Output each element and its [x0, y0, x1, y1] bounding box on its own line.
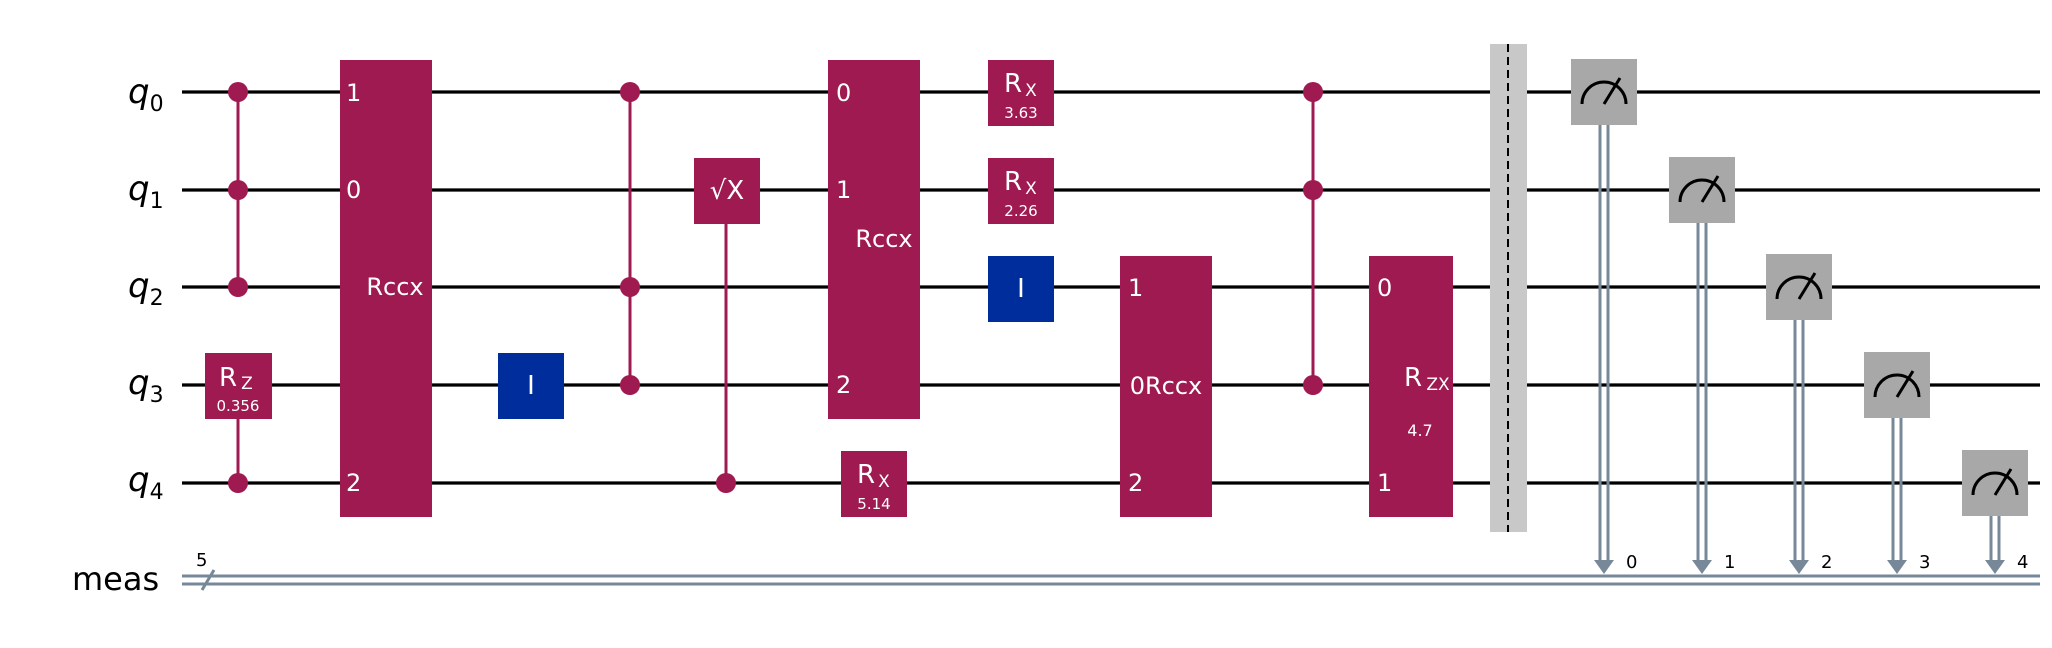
- svg-text:0Rccx: 0Rccx: [1130, 372, 1203, 400]
- svg-text:R: R: [1004, 69, 1022, 99]
- svg-text:R: R: [219, 363, 237, 393]
- rx-gate-q4: R X 5.14: [841, 451, 907, 517]
- identity-gate-q2: I: [988, 256, 1054, 322]
- register-size-label: 5: [196, 550, 207, 571]
- measure-gate-q2: 2: [1766, 254, 1832, 574]
- svg-text:0: 0: [836, 79, 851, 107]
- rx-gate-q0: R X 3.63: [988, 60, 1054, 126]
- svg-text:R: R: [1404, 363, 1422, 393]
- qubit-label-q3: q3: [128, 363, 164, 408]
- rccx-gate-2: 0 1 2 Rccx: [828, 60, 920, 419]
- rccx-gate-1: 1 0 2 Rccx: [340, 60, 432, 517]
- svg-text:1: 1: [346, 79, 361, 107]
- svg-text:5.14: 5.14: [857, 495, 890, 513]
- svg-text:1: 1: [836, 176, 851, 204]
- control-dot: [620, 375, 640, 395]
- control-dot: [228, 277, 248, 297]
- classical-register-label: meas: [72, 560, 159, 598]
- rccx-gate-3: 1 2 0Rccx: [1120, 256, 1212, 517]
- classical-bit-label: 4: [2017, 552, 2028, 573]
- controlled-z-q0-q1-q2: [228, 82, 248, 297]
- measure-gate-q1: 1: [1669, 157, 1735, 574]
- measure-gate-q0: 0: [1571, 59, 1637, 574]
- controlled-z-q0-q1-q3: [1303, 82, 1323, 395]
- crz-gate-q4-q3: R Z 0.356: [205, 353, 272, 493]
- control-dot: [228, 82, 248, 102]
- classical-bit-label: 1: [1724, 552, 1735, 573]
- measure-gate-q4: 4: [1962, 450, 2028, 574]
- svg-text:0: 0: [1377, 274, 1392, 302]
- control-dot: [1303, 375, 1323, 395]
- meter-icon: [1873, 370, 1921, 398]
- qubit-label-q2: q2: [128, 266, 164, 311]
- register-slash: [200, 569, 216, 591]
- meter-icon: [1971, 468, 2019, 496]
- svg-text:I: I: [527, 371, 535, 401]
- csx-gate-q4-q1: √X: [694, 158, 760, 493]
- classical-bit-label: 3: [1919, 552, 1930, 573]
- svg-text:Rccx: Rccx: [855, 225, 912, 253]
- control-dot: [228, 473, 248, 493]
- meter-icon: [1678, 175, 1726, 203]
- svg-text:2: 2: [1128, 469, 1143, 497]
- svg-text:1: 1: [1128, 274, 1143, 302]
- qubit-label-q0: q0: [128, 72, 164, 117]
- svg-text:3.63: 3.63: [1004, 104, 1037, 122]
- control-dot: [1303, 82, 1323, 102]
- sx-gate-box: [694, 158, 760, 224]
- svg-text:ZX: ZX: [1426, 375, 1450, 395]
- classical-bit-label: 0: [1626, 552, 1637, 573]
- svg-text:2: 2: [836, 371, 851, 399]
- svg-text:0.356: 0.356: [217, 397, 260, 415]
- measure-gate-q3: 3: [1864, 352, 1930, 574]
- qubit-label-q4: q4: [128, 460, 164, 505]
- control-dot: [620, 82, 640, 102]
- svg-text:2: 2: [346, 469, 361, 497]
- svg-text:√X: √X: [710, 176, 744, 206]
- rz-gate-box: [205, 353, 272, 419]
- svg-text:0: 0: [346, 176, 361, 204]
- control-dot: [228, 180, 248, 200]
- classical-bit-label: 2: [1821, 552, 1832, 573]
- svg-text:Rccx: Rccx: [366, 273, 423, 301]
- classical-wire: [182, 574, 2040, 586]
- svg-text:I: I: [1017, 274, 1025, 304]
- svg-text:Z: Z: [241, 374, 253, 394]
- control-dot: [620, 277, 640, 297]
- rzx-gate: 0 1 R ZX 4.7: [1369, 256, 1453, 517]
- controlled-z-q0-q2-q3: [620, 82, 640, 395]
- identity-gate-q3: I: [498, 353, 564, 419]
- svg-text:1: 1: [1377, 469, 1392, 497]
- meter-icon: [1775, 272, 1823, 300]
- qubit-label-q1: q1: [128, 169, 164, 214]
- rx-gate-q1: R X 2.26: [988, 158, 1054, 224]
- svg-text:4.7: 4.7: [1407, 421, 1432, 440]
- meter-icon: [1580, 77, 1628, 105]
- barrier: [1490, 44, 1527, 532]
- svg-text:R: R: [857, 460, 875, 490]
- control-dot: [716, 473, 736, 493]
- control-dot: [1303, 180, 1323, 200]
- svg-text:2.26: 2.26: [1004, 202, 1037, 220]
- svg-text:X: X: [878, 472, 890, 492]
- svg-text:X: X: [1025, 81, 1037, 101]
- svg-text:X: X: [1025, 179, 1037, 199]
- svg-text:R: R: [1004, 167, 1022, 197]
